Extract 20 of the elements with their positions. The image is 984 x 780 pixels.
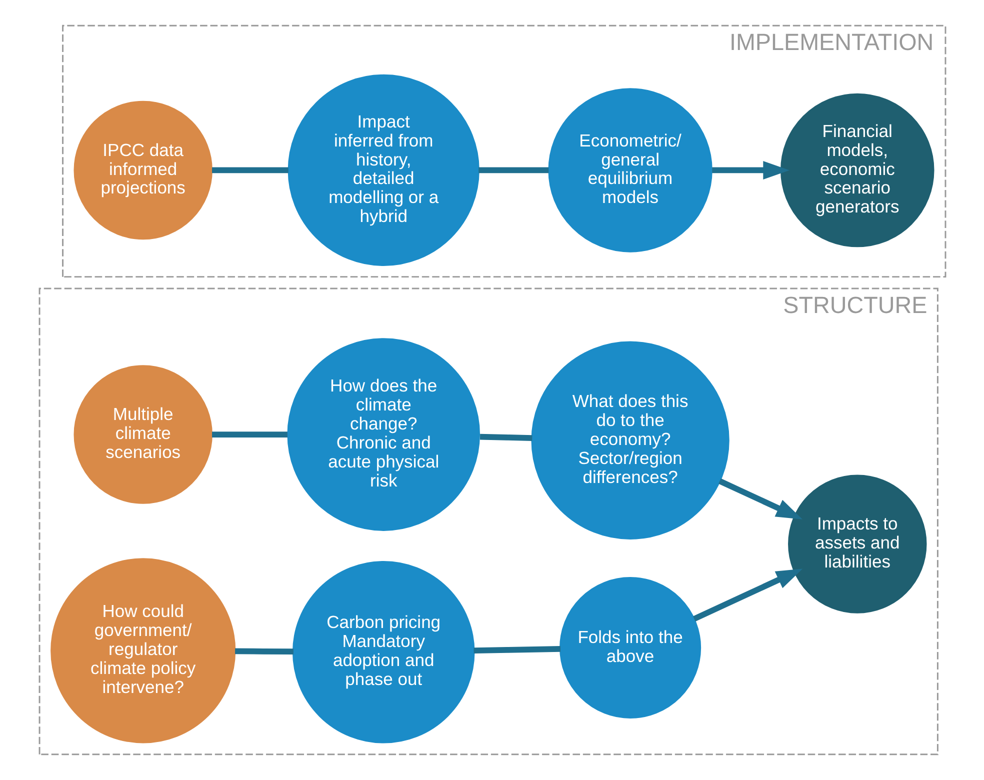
connector — [212, 167, 288, 174]
arrow — [692, 568, 802, 622]
node-circle: Impacts to assets and liabilities — [788, 474, 926, 614]
node-circle: Folds into the above — [559, 576, 701, 718]
node-circle: IPCC data informed projections — [73, 100, 212, 240]
connector — [479, 434, 532, 441]
node-circle: How could government/ regulator climate policy intervene? — [50, 558, 236, 744]
node-circle: Multiple climate scenarios — [73, 365, 212, 504]
connector — [478, 167, 548, 174]
node-circle: Financial models, economic scenario generators — [780, 93, 934, 248]
arrow — [718, 478, 802, 520]
node-circle: Econometric/ general equilibrium models — [548, 88, 712, 252]
node-circle: What does this do to the economy? Sector/region differences? — [530, 341, 729, 540]
connector — [212, 432, 287, 438]
connector — [473, 646, 560, 654]
connector — [234, 648, 293, 654]
node-circle: Impact inferred from history, detailed modelling or a hybrid — [287, 74, 479, 266]
node-circle: Carbon pricing Mandatory adoption and phase out — [292, 560, 474, 744]
node-circle: How does the climate change? Chronic and acute physical risk — [286, 338, 480, 531]
arrow — [712, 161, 790, 180]
